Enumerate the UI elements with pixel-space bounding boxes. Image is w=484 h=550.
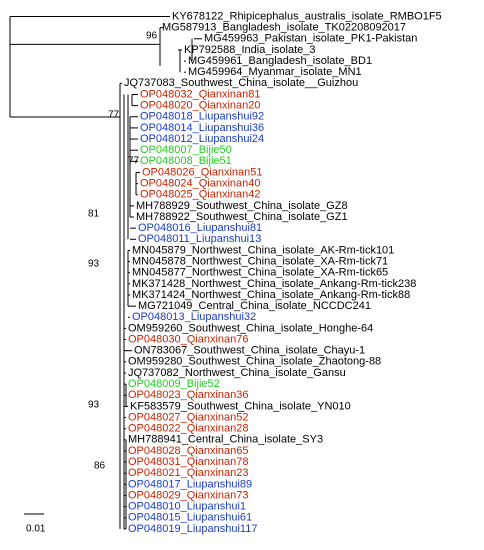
bootstrap-value: 81 [88,209,100,220]
leaf-label: JQ737082_Northwest_China_isolate_Gansu [128,367,346,379]
leaf-label: ON783067_Southwest_China_isolate_Chayu-1 [134,345,365,357]
leaf-label: MH788922_Southwest_China_isolate_GZ1 [136,211,348,223]
bootstrap-value: 96 [146,31,158,42]
leaf-label: OP048016_Liupanshui81 [138,222,262,234]
leaf-label: OM959280_Southwest_China_isolate_Zhaoton… [128,356,381,368]
leaf-label: OP048011_Liupanshui13 [138,233,261,245]
leaf-label: OP048025_Qianxinan42 [140,189,260,201]
bootstrap-value: 77 [108,110,120,121]
leaf-label: MN045879_Northwest_China_isolate_AK-Rm-t… [132,244,394,256]
leaf-label: OP048031_Qianxinan78 [128,456,248,468]
leaf-label: MN045877_Northwest_China_isolate_XA-Rm-t… [132,267,388,279]
scale-label: 0.01 [26,524,46,535]
leaf-label: MK371428_Northwest_China_isolate_Ankang-… [132,278,416,290]
leaf-label: KP792588_India_isolate_3 [184,44,316,56]
bootstrap-value: 77 [128,156,140,167]
leaf-label: OP048008_Bijie51 [140,155,232,167]
leaf-label: KF583579_Southwest_China_isolate_YN010 [130,400,351,412]
leaf-label: OP048009_Bijie52 [128,378,220,390]
leaf-label: JQ737083_Southwest_China_isolate__Guizho… [124,77,358,89]
leaf-label: OP048032_Qianxinan81 [140,88,260,100]
leaf-label: OP048020_Qianxinan20 [140,100,260,112]
leaf-label: MG459964_Myanmar_isolate_MN1 [188,66,362,78]
leaf-label: OP048007_Bijie50 [140,144,232,156]
bootstrap-value: 86 [94,461,106,472]
leaf-label: OP048019_Liupanshui117 [128,523,257,535]
leaf-label: MG459963_Pakistan_isolate_PK1-Pakistan [204,33,417,45]
leaf-label: MK371424_Northwest_China_isolate_Ankang-… [132,289,410,301]
leaf-label: OP048023_Qianxinan36 [128,389,248,401]
leaf-label: OP048015_Liupanshui61 [128,512,252,524]
bootstrap-value: 93 [88,400,100,411]
leaf-label: OP048017_Liupanshui89 [128,478,252,490]
leaf-label: MH788941_Central_China_isolate_SY3 [128,434,323,446]
leaf-label: OP048014_Liupanshui36 [140,122,264,134]
leaf-label: OP048010_Liupanshui1 [128,501,246,513]
leaf-label: MH788929_Southwest_China_isolate_GZ8 [136,200,348,212]
leaf-label: OP048018_Liupanshui92 [140,111,264,123]
leaf-label: MG459961_Bangladesh_isolate_BD1 [188,55,372,67]
leaf-label: MG721049_Central_China_isolate_NCCDC241 [138,300,371,312]
leaf-label: OP048012_Liupanshui24 [140,133,264,145]
leaf-label: OP048028_Qianxinan65 [128,445,248,457]
leaf-label: OM959260_Southwest_China_isolate_Honghe-… [128,322,373,334]
leaf-label: MG587913_Bangladesh_isolate_TK0220809201… [162,22,406,34]
leaf-label: MN045878_Northwest_China_isolate_XA-Rm-t… [132,255,388,267]
leaf-label: OP048030_Qianxinan76 [128,333,248,345]
leaf-label: OP048029_Qianxinan73 [128,489,248,501]
leaf-label: OP048027_Qianxinan52 [128,411,248,423]
leaf-label: OP048026_Qianxinan51 [142,166,262,178]
leaf-label: KY678122_Rhipicephalus_australis_isolate… [172,10,442,22]
leaf-label: OP048021_Qianxinan23 [128,467,248,479]
leaf-label: OP048013_Liupanshui32 [132,311,256,323]
bootstrap-value: 93 [88,259,100,270]
leaf-label: OP048022_Qianxinan28 [128,423,248,435]
leaf-label: OP048024_Qianxinan40 [140,178,260,190]
